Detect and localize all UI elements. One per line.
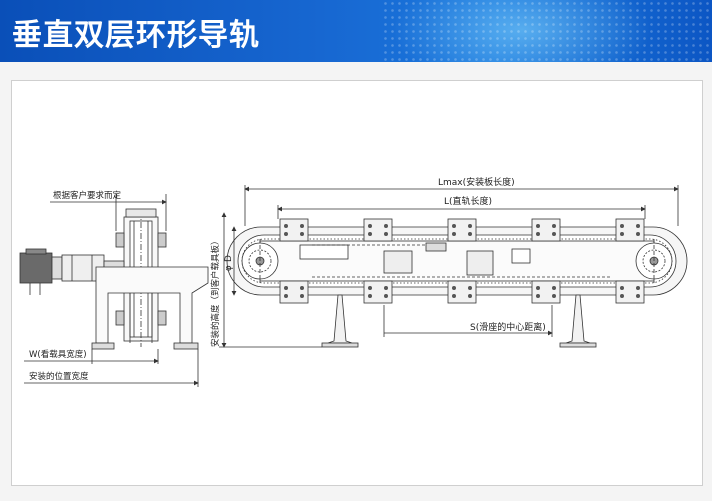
center-module — [383, 250, 413, 274]
phi-symbol: φ — [224, 265, 234, 271]
header-banner: 垂直双层环形导轨 — [0, 0, 712, 62]
lmax-label: Lmax(安装板长度) — [438, 176, 515, 188]
install-width-label: 安装的位置宽度 — [29, 371, 89, 382]
header-glow — [392, 0, 652, 62]
leg-left — [327, 294, 353, 344]
front-view — [226, 218, 688, 348]
width-w-label: W(看载具宽度) — [29, 349, 87, 360]
custom-requirement-label: 根据客户要求而定 — [53, 190, 122, 201]
side-view — [19, 208, 209, 350]
install-height-label: 安装的高度（到客户载具板） — [210, 236, 221, 347]
page-title: 垂直双层环形导轨 — [12, 18, 260, 53]
slider-distance-label: S(滑座的中心距离) — [470, 321, 546, 333]
diameter-d-label: D — [224, 255, 234, 262]
rail-length-label: L(直轨长度) — [444, 195, 492, 207]
motor-flange — [51, 256, 63, 280]
technical-drawing: 根据客户要求而定 W(看载具宽度) 安装的位置宽度 — [19, 176, 688, 387]
header-dot-pattern — [382, 0, 712, 62]
motor-body — [19, 252, 53, 284]
motor-cap — [25, 248, 47, 255]
leg-right — [565, 294, 591, 344]
front-dimensions: Lmax(安装板长度) L(直轨长度) φ D 安装的高度（到客户载具板） S(… — [210, 176, 679, 348]
side-dimensions: 根据客户要求而定 W(看载具宽度) 安装的位置宽度 — [24, 190, 199, 387]
drawing-panel: 根据客户要求而定 W(看载具宽度) 安装的位置宽度 — [11, 80, 703, 486]
